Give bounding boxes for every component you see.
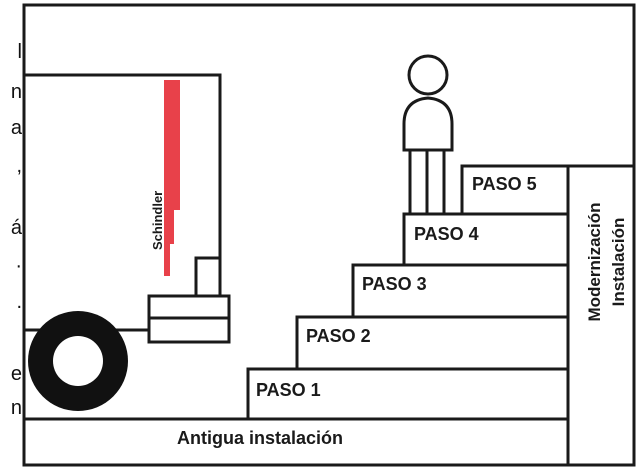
base-label: Antigua instalación: [177, 428, 343, 448]
person-torso: [402, 96, 454, 152]
step-2-label: PASO 2: [306, 326, 371, 346]
margin-letter: n: [10, 397, 22, 419]
margin-letter: ,: [16, 155, 22, 177]
side-label-instalacion: Instalación: [609, 218, 628, 307]
brand-text: Schindler: [150, 191, 165, 250]
step-5: [460, 164, 570, 216]
step-3-label: PASO 3: [362, 274, 427, 294]
margin-letter: a: [10, 117, 22, 139]
truck-body: [24, 73, 222, 286]
step-5-label: PASO 5: [472, 174, 537, 194]
person-head: [407, 54, 449, 96]
step-1-label: PASO 1: [256, 380, 321, 400]
brand-stripe: [164, 80, 180, 276]
margin-letter: e: [10, 363, 22, 385]
margin-letter: .: [16, 291, 22, 313]
side-label-modernizacion: Modernización: [585, 202, 604, 321]
truck-bumper: [194, 256, 222, 298]
truck-wheel-hub: [53, 336, 103, 386]
margin-letter: á: [10, 217, 22, 239]
margin-letter: ·: [15, 255, 22, 277]
step-4-label: PASO 4: [414, 224, 479, 244]
margin-letter: n: [10, 81, 22, 103]
margin-letter: l: [17, 41, 22, 63]
